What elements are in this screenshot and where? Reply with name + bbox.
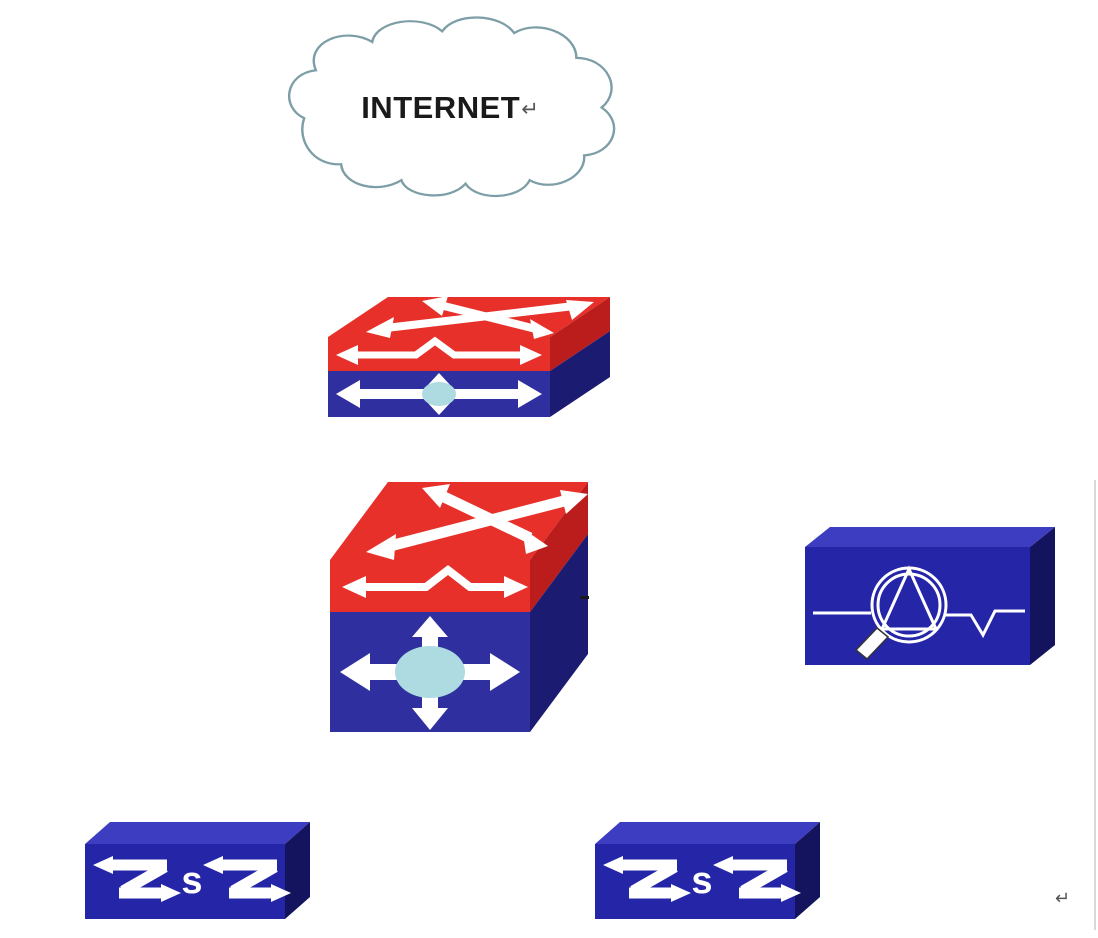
double-arrow-left-icon bbox=[603, 856, 691, 902]
stray-dash bbox=[580, 596, 589, 599]
cloud-icon bbox=[288, 16, 616, 198]
magnifier-lens-inner bbox=[876, 572, 942, 638]
page-edge-line bbox=[1094, 480, 1096, 930]
access-switch-right-icon: s bbox=[595, 818, 820, 920]
switch-s-label: s bbox=[691, 860, 712, 902]
crossed-arrows-icon bbox=[366, 484, 588, 560]
network-monitor-graphic bbox=[805, 527, 1055, 665]
network-monitor-icon bbox=[805, 525, 1055, 665]
double-arrow-right-icon bbox=[713, 856, 801, 902]
l3-switch-small-icon bbox=[328, 291, 613, 421]
triangle-symbol bbox=[879, 565, 939, 631]
chassis bbox=[805, 527, 1055, 665]
magnifier-waveform-icon bbox=[813, 565, 1025, 661]
switch-s-label: s bbox=[181, 860, 202, 902]
switch-graphic: s bbox=[595, 822, 820, 919]
paragraph-return-mark: ↵ bbox=[1055, 888, 1071, 908]
center-oval bbox=[395, 646, 465, 698]
internet-cloud: INTERNET↵ bbox=[275, 10, 625, 205]
double-arrow-right-icon bbox=[203, 856, 291, 902]
access-switch-left-icon: s bbox=[85, 818, 310, 920]
waveform-line-right bbox=[944, 609, 1025, 639]
crossed-arrows-icon bbox=[366, 296, 594, 339]
switch-graphic: s bbox=[85, 822, 310, 919]
l3-switch-large-graphic bbox=[330, 482, 588, 732]
zigzag-arrow-icon bbox=[342, 564, 528, 598]
cloud-outline bbox=[288, 16, 616, 198]
l3-switch-large-icon bbox=[330, 478, 590, 733]
four-way-arrow-icon bbox=[340, 616, 520, 730]
l3-switch-small-graphic bbox=[328, 296, 610, 417]
magnifier-handle bbox=[854, 626, 890, 661]
double-arrow-left-icon bbox=[93, 856, 181, 902]
zigzag-arrow-icon bbox=[336, 336, 542, 365]
four-way-arrow-icon bbox=[336, 373, 542, 415]
chassis bbox=[330, 482, 588, 732]
center-oval bbox=[422, 382, 456, 406]
chassis bbox=[85, 822, 310, 919]
